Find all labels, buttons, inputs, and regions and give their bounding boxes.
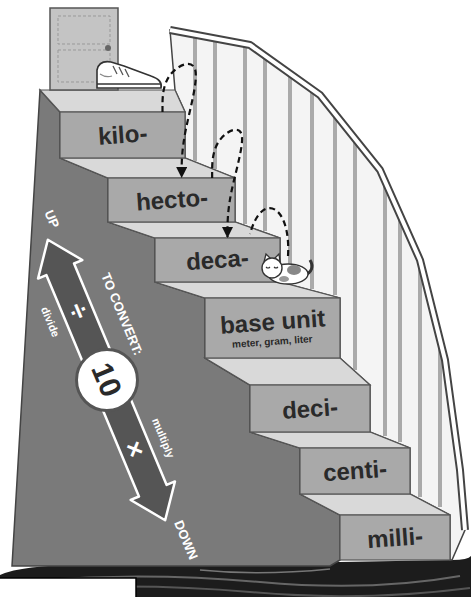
- stair-riser: [155, 238, 280, 282]
- prefix-label: centi-: [322, 456, 388, 486]
- stair-step: deca-: [155, 238, 280, 282]
- double-arrow: [26, 231, 188, 530]
- risers: [60, 112, 450, 560]
- circle-number: 10: [86, 359, 128, 402]
- cat-spot: [287, 265, 301, 275]
- arrow-label: ×: [120, 437, 150, 461]
- cat-spot: [279, 276, 289, 282]
- sneaker-sole: [97, 83, 161, 84]
- sneaker-stripe: [100, 74, 112, 77]
- baluster: [398, 217, 402, 442]
- tread: [155, 282, 340, 298]
- baluster: [193, 36, 197, 161]
- baluster: [418, 262, 422, 497]
- arrow-label: multiply: [150, 416, 176, 459]
- door-knob: [105, 45, 111, 51]
- unit-examples: meter, gram, liter: [232, 334, 313, 350]
- treads: [40, 90, 450, 515]
- hop-arrow: [163, 64, 196, 177]
- baluster: [243, 45, 247, 224]
- baluster: [353, 140, 357, 370]
- conversion-circle: 10: [75, 348, 139, 412]
- blank-box: [0, 578, 136, 597]
- cat-eyes: [266, 267, 278, 268]
- baluster: [333, 115, 337, 295]
- tread: [60, 158, 235, 178]
- arrow-label: DOWN: [172, 519, 200, 562]
- prefix-label: milli-: [366, 523, 424, 552]
- door-inset: [58, 16, 110, 44]
- arrow-label: divide: [39, 305, 61, 339]
- arrow-label: TO CONVERT:: [99, 271, 145, 357]
- stair-step: milli-: [340, 515, 450, 560]
- hop-path: [250, 208, 288, 256]
- arrow-label: ÷: [62, 298, 94, 323]
- prefix-label: base unit: [219, 305, 326, 337]
- baluster: [213, 40, 217, 169]
- conversion-arrow: [26, 231, 188, 530]
- stair-step: deci-: [250, 385, 370, 432]
- tread: [250, 432, 410, 448]
- arrow-label: UP: [43, 208, 62, 230]
- tread: [108, 222, 280, 238]
- tread: [205, 358, 370, 385]
- hop-arrow: [212, 130, 242, 237]
- prefix-label: deca-: [185, 245, 249, 275]
- stair-riser: [300, 448, 410, 494]
- baluster: [438, 342, 442, 507]
- stair-riser: [340, 515, 450, 560]
- stair-step: base unitmeter, gram, liter: [205, 298, 340, 358]
- sneaker-laces: [113, 66, 129, 77]
- cat-head: [262, 258, 282, 278]
- stair-riser: [108, 178, 235, 222]
- baluster: [310, 91, 314, 289]
- prefix-label: deci-: [281, 394, 339, 423]
- baluster: [383, 183, 387, 436]
- stair-step: centi-: [300, 448, 410, 494]
- stair-riser: [60, 112, 185, 158]
- tread: [300, 494, 450, 515]
- sneaker-body: [97, 62, 161, 88]
- prefix-label: hecto-: [135, 185, 209, 215]
- stair-step: kilo-: [60, 112, 185, 158]
- sneaker: [97, 62, 161, 88]
- wood-grain: [200, 569, 330, 573]
- baluster: [263, 57, 267, 231]
- stair-step: hecto-: [108, 178, 235, 222]
- stair-riser: [250, 385, 370, 432]
- prefix-label: kilo-: [97, 121, 148, 150]
- side-wall: [12, 90, 340, 566]
- stair-riser: [205, 298, 340, 358]
- cat: [262, 254, 312, 284]
